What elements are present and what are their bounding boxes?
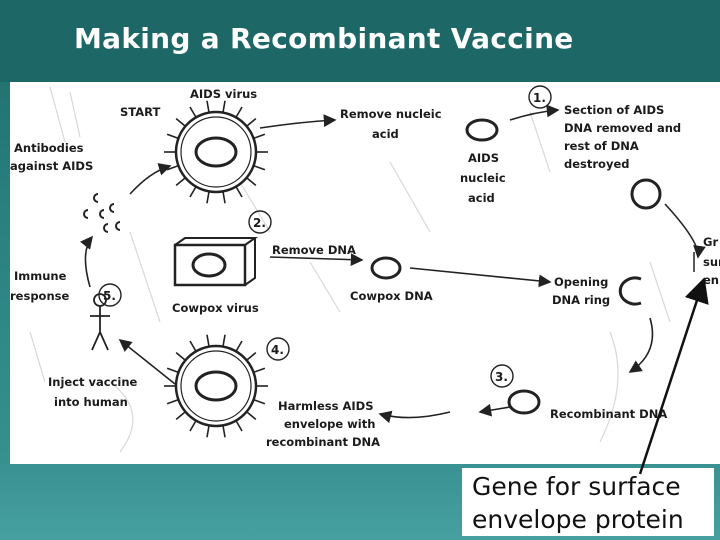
diagram-svg: 1. 2. 3. 4. 5. START AIDS virus Remove n… (10, 85, 720, 453)
callout-text-line-2: envelope protein (472, 505, 684, 534)
antibodies-label-1: Antibodies (14, 141, 84, 155)
virus-spike (189, 340, 197, 352)
cowpox-virus-icon (173, 237, 259, 287)
immune-label-1: Immune (14, 269, 67, 283)
step-5-number: 5. (103, 289, 116, 303)
cowpox-dna-ring (370, 256, 402, 280)
virus-spike (246, 411, 257, 421)
section-label-2: DNA removed and (564, 121, 681, 135)
virus-spike (175, 177, 186, 187)
human-figure-icon (90, 293, 110, 351)
virus-spike (235, 106, 243, 118)
aids-nucleic-acid-label-2: nucleic (460, 171, 506, 185)
virus-spike (253, 133, 266, 140)
remove-nucleic-acid-label-2: acid (372, 127, 399, 141)
recombinant-dna-label: Recombinant DNA (550, 407, 667, 421)
section-label-1: Section of AIDS (564, 103, 664, 117)
antibodies-label-2: against AIDS (10, 159, 93, 173)
virus-spike (246, 351, 257, 361)
virus-spike (166, 367, 179, 374)
virus-spike (175, 117, 186, 127)
harmless-label-2: envelope with (284, 417, 375, 431)
cowpox-virus-label: Cowpox virus (172, 301, 259, 315)
virus-spike (222, 334, 226, 347)
step-1-number: 1. (533, 91, 546, 105)
remove-dna-label: Remove DNA (272, 243, 356, 257)
opening-dna-ring (618, 276, 642, 306)
virus-spike (253, 367, 266, 374)
virus-spike (206, 191, 210, 204)
virus-spike (235, 340, 243, 352)
virus-spike (166, 398, 179, 405)
section-label-3: rest of DNA (564, 139, 639, 153)
recombinant-dna-ring (507, 389, 541, 415)
virus-spike (235, 186, 243, 198)
virus-spike (235, 420, 243, 432)
virus-spike (222, 425, 226, 438)
aids-virus-label: AIDS virus (190, 87, 257, 101)
virus-spike (253, 398, 266, 405)
harmless-label-1: Harmless AIDS (278, 399, 373, 413)
callout-text-line-1: Gene for surface (472, 472, 681, 501)
title-bar: Making a Recombinant Vaccine (0, 0, 720, 82)
callout-box (462, 468, 714, 536)
virus-spike (246, 177, 257, 187)
virus-spike (222, 100, 226, 113)
virus-spike (222, 191, 226, 204)
remove-nucleic-acid-label-1: Remove nucleic (340, 107, 442, 121)
virus-spike (166, 133, 179, 140)
opening-label-1: Opening (554, 275, 608, 289)
step-circles (98, 85, 552, 388)
virus-spike (189, 106, 197, 118)
immune-label-2: response (10, 289, 69, 303)
gene-label-cut-1: Gr (703, 235, 718, 249)
aids-nucleic-acid-label-3: acid (468, 191, 495, 205)
slide-title: Making a Recombinant Vaccine (74, 22, 574, 55)
antibodies-icon (83, 193, 121, 233)
virus-spike (206, 425, 210, 438)
cowpox-dna-label: Cowpox DNA (350, 289, 433, 303)
section-label-4: destroyed (564, 157, 629, 171)
gene-label-cut-3: en (703, 273, 719, 287)
aids-nucleic-acid-ring (465, 118, 499, 142)
aids-virus-icon (164, 100, 268, 204)
virus-spike (189, 420, 197, 432)
virus-spike (206, 100, 210, 113)
virus-spike (206, 334, 210, 347)
aids-dna-section-ring (630, 178, 662, 210)
start-label: START (120, 105, 160, 119)
step-2-number: 2. (253, 216, 266, 230)
virus-spike (253, 164, 266, 171)
step-4-number: 4. (271, 343, 284, 357)
aids-nucleic-acid-label-1: AIDS (468, 151, 499, 165)
inject-label-2: into human (54, 395, 128, 409)
background-scribbles (29, 86, 671, 453)
step-3-number: 3. (495, 370, 508, 384)
harmless-label-3: recombinant DNA (266, 435, 380, 449)
opening-label-2: DNA ring (552, 293, 610, 307)
virus-spike (175, 411, 186, 421)
virus-spike (189, 186, 197, 198)
virus-spike (175, 351, 186, 361)
inject-label-1: Inject vaccine (48, 375, 138, 389)
recombinant-vaccine-diagram: 1. 2. 3. 4. 5. START AIDS virus Remove n… (10, 82, 720, 464)
harmless-aids-envelope-icon (164, 334, 268, 438)
gene-label-cut-2: sur (703, 255, 720, 269)
virus-spike (246, 117, 257, 127)
